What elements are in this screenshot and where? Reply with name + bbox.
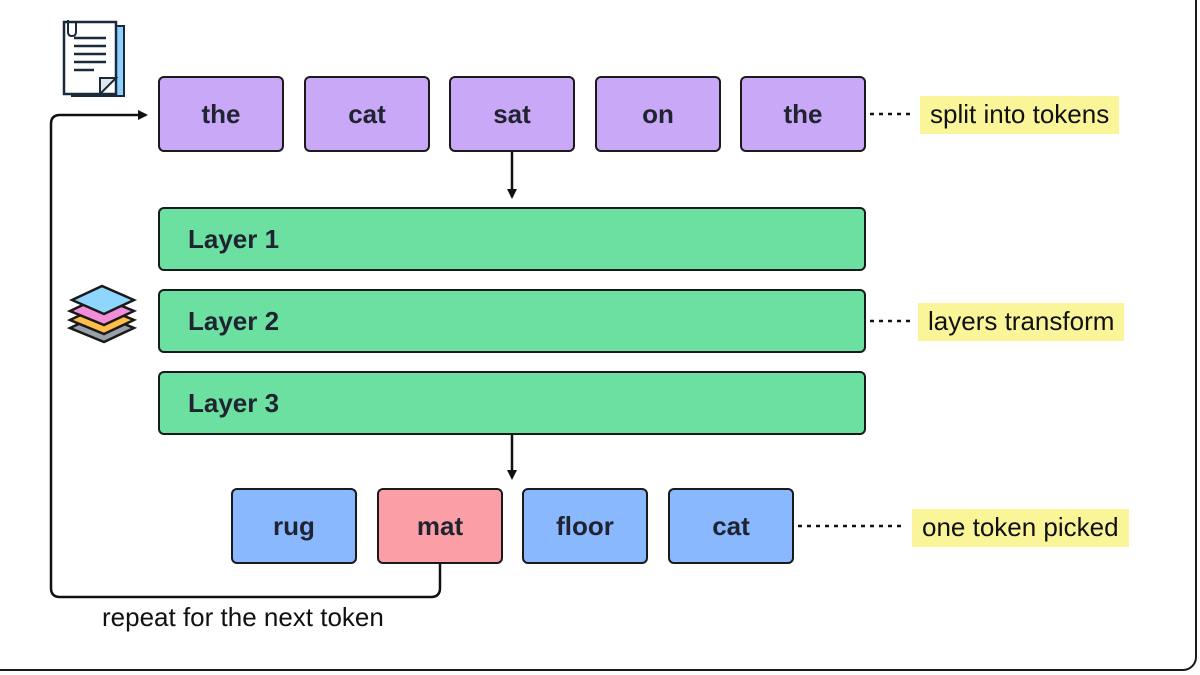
layers-stack-icon (66, 284, 138, 344)
layer-box: Layer 2 (158, 289, 866, 353)
layer-box: Layer 3 (158, 371, 866, 435)
document-icon (62, 20, 125, 97)
candidate-token-box: rug (231, 488, 357, 564)
repeat-caption: repeat for the next token (102, 602, 384, 632)
candidate-token-box: cat (668, 488, 794, 564)
picked-token-box: mat (377, 488, 503, 564)
note-layers-transform: layers transform (918, 303, 1125, 341)
token-box: sat (449, 76, 575, 152)
candidate-token-box: floor (522, 488, 648, 564)
token-box: cat (304, 76, 430, 152)
token-box: the (740, 76, 866, 152)
note-one-token-picked: one token picked (912, 509, 1129, 547)
token-box: on (595, 76, 721, 152)
note-split-into-tokens: split into tokens (920, 96, 1120, 134)
layer-box: Layer 1 (158, 207, 866, 271)
token-box: the (158, 76, 284, 152)
